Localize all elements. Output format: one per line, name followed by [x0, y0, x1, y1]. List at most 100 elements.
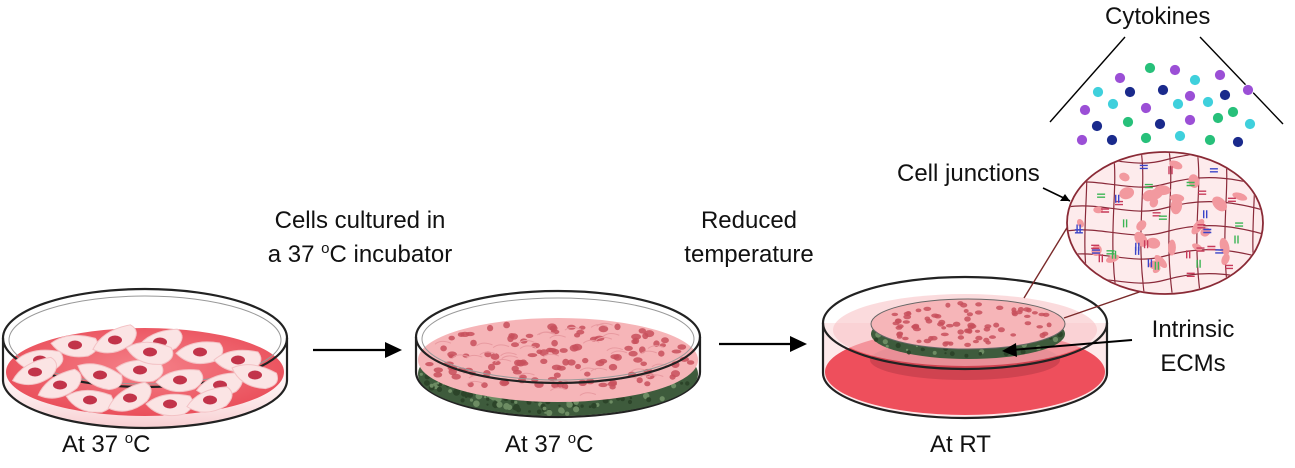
detached-sheet-cell-nucleus [940, 332, 949, 337]
zoom-cell-nucleus [1136, 220, 1147, 231]
cytokine-cone [1049, 36, 1284, 148]
dish-2-cell-nucleus [551, 364, 562, 371]
detached-sheet-cell-nucleus [924, 316, 931, 321]
cytokine-dot [1092, 86, 1104, 98]
dish-2-cell-edge [476, 342, 493, 347]
dish-2-cell-edge [590, 367, 608, 372]
dish-2-cell-nucleus [584, 371, 591, 377]
ecm-fiber [512, 406, 516, 410]
junction-marker [1203, 228, 1212, 234]
zoom-cell-nucleus [1148, 188, 1164, 200]
junction-marker [1134, 246, 1140, 255]
dish-2-cell-edge [595, 336, 613, 341]
junction-marker [1122, 219, 1128, 228]
cell-junctions-label: Cell junctions [897, 160, 1040, 187]
cytokine-dot [1079, 104, 1091, 116]
dish-1-cell [175, 341, 224, 365]
dish-2-cell-nucleus [470, 339, 477, 347]
dish-2-cell-edge [640, 350, 657, 355]
dish-2-cell-nucleus [575, 363, 581, 370]
zoom-cell-nucleus [1232, 192, 1248, 201]
junction-marker [1225, 264, 1233, 270]
dish-2-cell-edge [550, 387, 567, 392]
junction-marker [1147, 259, 1153, 268]
dish-2-cell-edge [564, 326, 582, 331]
intrinsic-ecms-line-2: ECMs [1160, 350, 1226, 377]
ecm-fiber [510, 399, 515, 404]
junction-marker [1186, 272, 1195, 277]
cytokine-dot [1202, 96, 1214, 108]
ecm-fiber [1020, 349, 1026, 355]
dish-2-cell-nucleus [447, 351, 457, 358]
ecm-fiber [461, 390, 467, 397]
dish-2-cell-edge [434, 340, 452, 345]
zoom-cell-nucleus [1093, 206, 1104, 214]
dish-2-cell-nucleus [451, 373, 461, 380]
ecm-fiber [448, 389, 452, 393]
cell-boundary [1112, 153, 1118, 293]
dish-2-cell-edge [640, 373, 657, 378]
ecm-fiber [680, 381, 684, 385]
dish-2-cell-nucleus [510, 333, 518, 340]
dish-2-cell-nucleus [569, 344, 579, 352]
cell-boundary [1140, 153, 1146, 293]
ecm-fiber [473, 400, 480, 408]
dish-2-cell-nucleus [644, 330, 655, 338]
dish-1-cell-nucleus [68, 340, 82, 350]
dish-3-caption: At RT [930, 431, 991, 458]
zoom-cell-nucleus [1188, 174, 1200, 188]
dish-2-cell-edge [518, 372, 535, 377]
dish-2-cell-edge [519, 345, 537, 349]
dish-2-cell-nucleus [686, 360, 695, 365]
detached-sheet-cell-nucleus [993, 322, 1000, 328]
intrinsic-ecms-line-1: Intrinsic [1151, 316, 1235, 343]
dish-1-cell [65, 389, 114, 413]
dish-2-cell-nucleus [567, 359, 576, 366]
dish-2-cell-nucleus [631, 338, 638, 345]
dish-2-cell-nucleus [539, 349, 549, 357]
step-2-label: Reduced temperature [654, 204, 844, 272]
dish-2-cell-nucleus [671, 349, 682, 354]
dish-2-cell-edge [582, 339, 600, 344]
zoom-cell-nucleus [1212, 196, 1228, 212]
dish-2-cell-nucleus [553, 372, 561, 378]
junction-marker [1074, 229, 1083, 234]
detached-sheet-cell-nucleus [1024, 321, 1032, 326]
dish-2-cell-nucleus [511, 342, 519, 348]
dish-2-cell-nucleus [490, 353, 500, 360]
step-2-line-1: Reduced [700, 207, 798, 234]
dish-2-cell-nucleus [525, 333, 534, 338]
cytokine-dot [1172, 98, 1184, 110]
dish-2-cell-nucleus [624, 345, 633, 351]
dish-2 [414, 289, 702, 419]
detached-sheet-cell-nucleus [896, 335, 903, 339]
dish-2-cell-nucleus [433, 372, 443, 378]
dish-2-cell-edge [518, 340, 535, 344]
detached-sheet-cell-nucleus [906, 311, 911, 315]
dish-2-cell-edge [549, 334, 566, 339]
dish-2-cell-nucleus [516, 359, 525, 367]
cytokine-dot [1232, 136, 1244, 148]
zoom-cell-nucleus [1168, 239, 1176, 256]
cytokine-dot [1140, 102, 1152, 114]
detached-sheet-cell-nucleus [895, 318, 901, 324]
dish-2-cell-nucleus [467, 381, 474, 388]
junction-marker [1143, 240, 1149, 249]
junction-marker [1168, 166, 1173, 175]
dish-2-cell-nucleus [671, 370, 680, 378]
detached-sheet-cell-nucleus [975, 302, 982, 307]
dish-1-cell-nucleus [133, 365, 147, 375]
ecm-fiber [671, 383, 677, 389]
detached-sheet-cell-nucleus [941, 326, 947, 330]
junction-marker [1098, 254, 1104, 263]
dish-2-cell-nucleus [460, 331, 470, 337]
arrow-2 [719, 336, 807, 352]
dish-1-cell-nucleus [193, 347, 207, 357]
ecm-fiber [544, 411, 547, 414]
ecm-fiber [944, 352, 947, 355]
ecm-fiber [591, 402, 597, 409]
junction-marker [1101, 208, 1110, 213]
dish-2-cell-edge [646, 374, 664, 378]
step-1-line-1: Cells cultured in [274, 207, 446, 234]
